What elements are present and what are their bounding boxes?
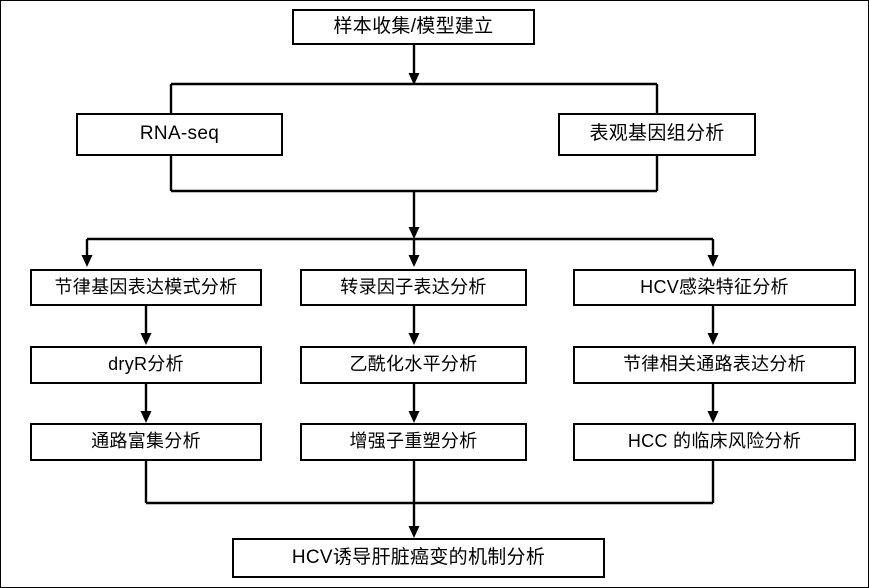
node-rhythmic-gene-expression-pattern[interactable]: 节律基因表达模式分析	[30, 269, 262, 306]
node-rna-seq[interactable]: RNA-seq	[76, 113, 283, 156]
node-label: dryR分析	[108, 354, 184, 375]
node-pathway-enrichment-analysis[interactable]: 通路富集分析	[30, 423, 262, 461]
node-label: 通路富集分析	[91, 431, 201, 452]
arrowhead-col1-r1-to-r2	[140, 333, 152, 345]
node-label: 表观基因组分析	[589, 123, 725, 145]
node-hcc-clinical-risk-analysis[interactable]: HCC 的临床风险分析	[573, 423, 856, 461]
arrowhead-bus4-to-end	[408, 526, 420, 538]
arrowhead-col1-r2-to-r3	[140, 411, 152, 423]
arrowhead-col2-r1-to-r2	[408, 333, 420, 345]
node-transcription-factor-expression[interactable]: 转录因子表达分析	[300, 269, 527, 306]
node-label: 节律相关通路表达分析	[623, 354, 806, 375]
node-epigenome-analysis[interactable]: 表观基因组分析	[558, 113, 756, 156]
node-label: 样本收集/模型建立	[333, 15, 494, 37]
arrowhead-start-to-bus1	[408, 73, 420, 85]
node-label: HCC 的临床风险分析	[627, 431, 802, 452]
node-label: 转录因子表达分析	[340, 276, 487, 297]
node-enhancer-remodeling-analysis[interactable]: 增强子重塑分析	[300, 423, 527, 461]
arrowhead-col3-r2-to-r3	[707, 411, 719, 423]
node-label: 增强子重塑分析	[349, 431, 478, 452]
arrowhead-bus2-to-bus3	[408, 227, 420, 239]
arrowhead-bus3-to-col3	[707, 255, 719, 267]
arrowhead-bus3-to-col1	[81, 255, 93, 267]
node-hcv-infection-characteristics[interactable]: HCV感染特征分析	[573, 269, 856, 306]
node-dryr-analysis[interactable]: dryR分析	[30, 346, 262, 384]
node-label: RNA-seq	[139, 123, 220, 145]
arrowhead-col2-r2-to-r3	[408, 411, 420, 423]
node-label: HCV诱导肝脏癌变的机制分析	[291, 546, 546, 568]
node-rhythm-related-pathway-expression[interactable]: 节律相关通路表达分析	[573, 346, 856, 384]
arrowhead-col3-r1-to-r2	[707, 333, 719, 345]
node-label: 节律基因表达模式分析	[54, 276, 238, 297]
node-acetylation-level-analysis[interactable]: 乙酰化水平分析	[300, 346, 527, 384]
node-label: 乙酰化水平分析	[349, 354, 478, 375]
node-hcv-induced-liver-carcinogenesis-mechanism[interactable]: HCV诱导肝脏癌变的机制分析	[232, 538, 605, 578]
arrowhead-bus3-to-col2	[408, 255, 420, 267]
node-label: HCV感染特征分析	[640, 276, 789, 297]
node-sample-collection-model[interactable]: 样本收集/模型建立	[292, 9, 535, 45]
